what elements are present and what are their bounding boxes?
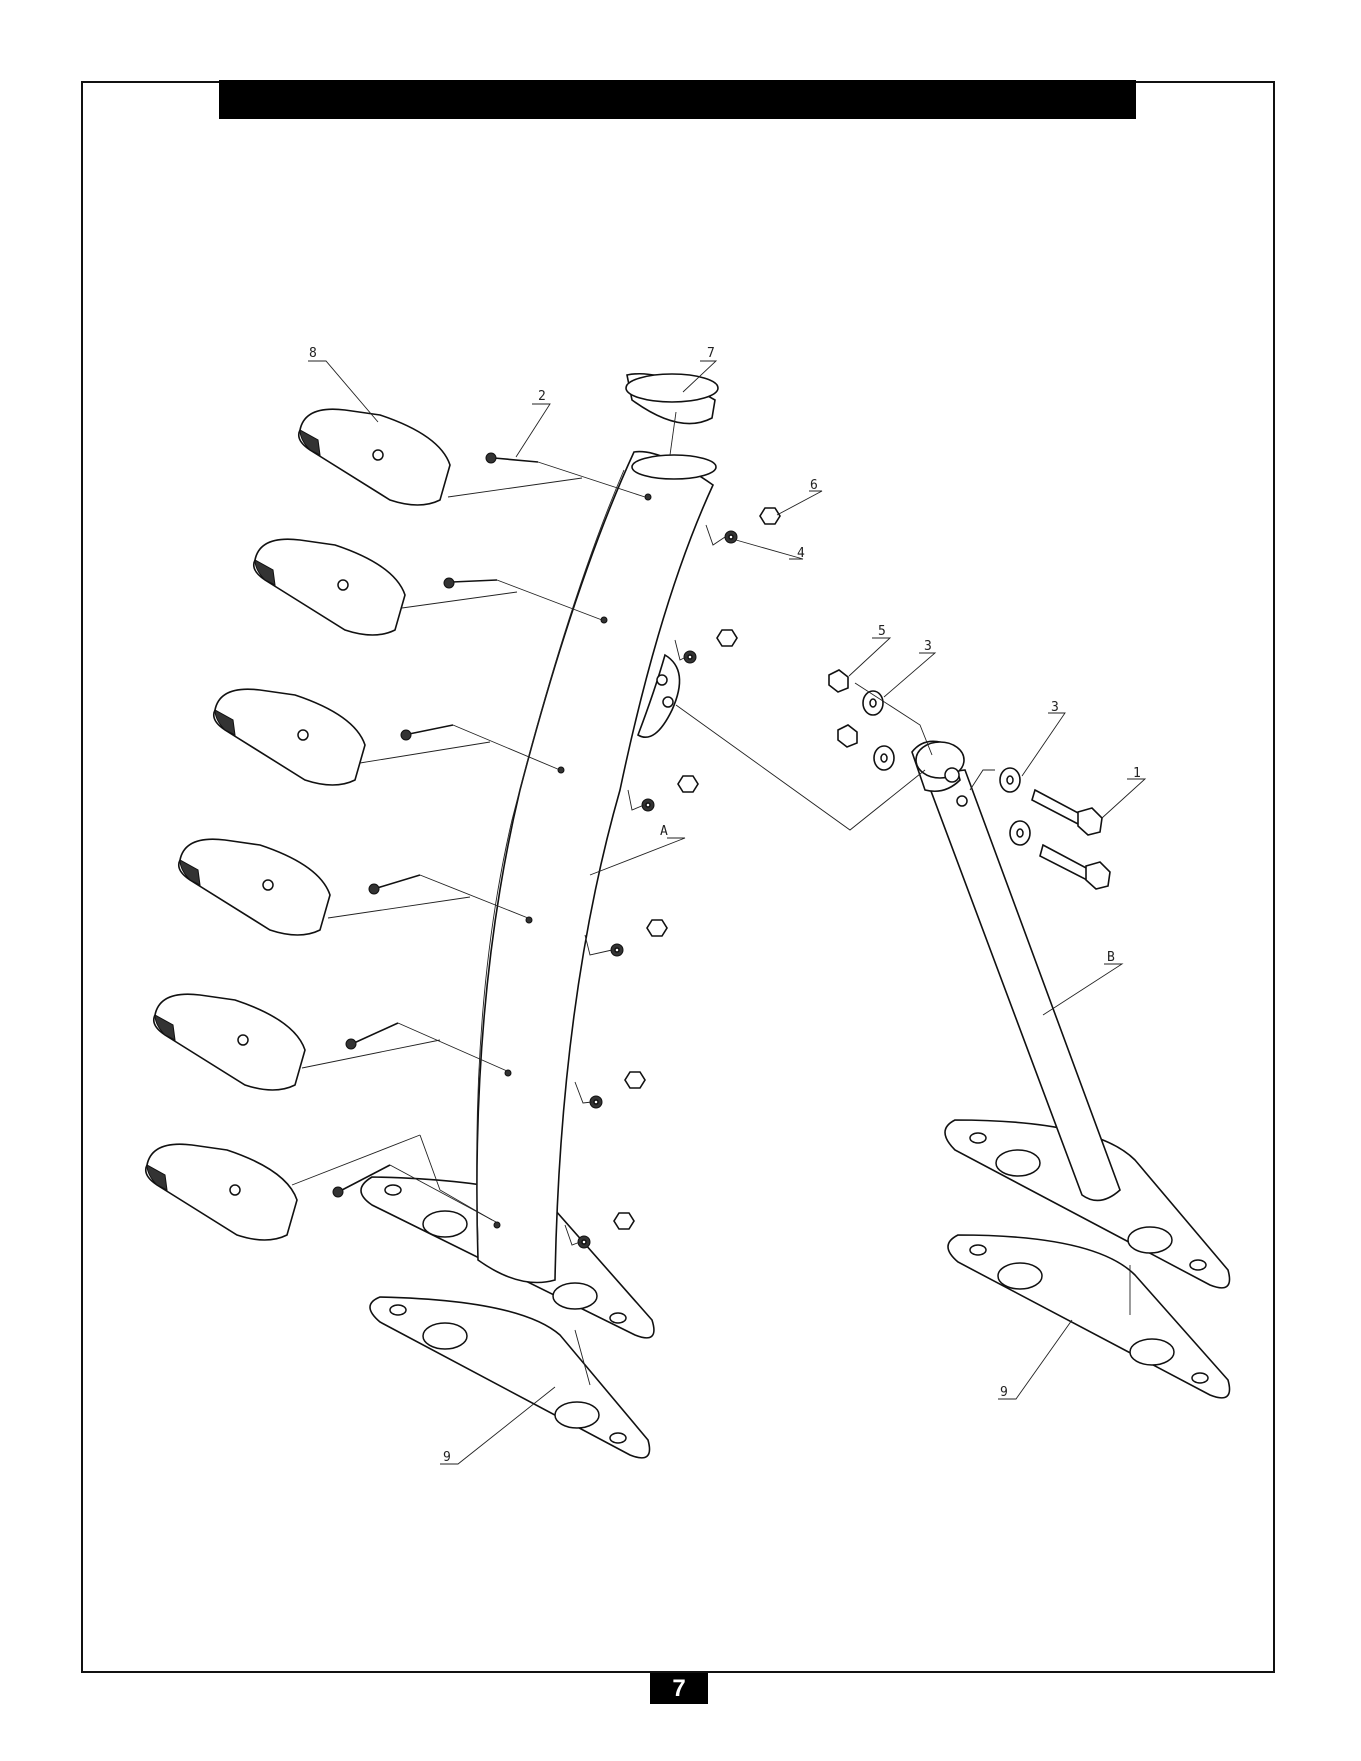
holder-8-row-3	[214, 689, 365, 785]
holder-8-row-5	[154, 994, 305, 1090]
label-part-8: 8	[309, 346, 317, 361]
label-part-9a: 9	[443, 1450, 451, 1465]
end-cap-7	[626, 374, 718, 424]
label-part-1: 1	[1133, 766, 1141, 781]
label-part-6: 6	[810, 478, 818, 493]
label-part-4: 4	[797, 546, 805, 561]
holder-8-row-2	[254, 539, 405, 635]
label-part-b: B	[1107, 950, 1115, 965]
page-number: 7	[650, 1673, 708, 1704]
label-part-2: 2	[538, 389, 546, 404]
label-part-7: 7	[707, 346, 715, 361]
part-labels: 8 2 7 6 4 5 3 3 1 A B 9 9	[309, 346, 1141, 1465]
holder-8-row-6	[146, 1144, 297, 1240]
label-part-9b: 9	[1000, 1385, 1008, 1400]
holder-8-row-4	[179, 839, 330, 935]
holder-8-row-1	[299, 409, 450, 505]
upright-tube-a	[477, 452, 716, 1283]
label-part-3b: 3	[1051, 700, 1059, 715]
label-part-3a: 3	[924, 639, 932, 654]
label-part-5: 5	[878, 624, 886, 639]
label-part-a: A	[660, 824, 668, 839]
